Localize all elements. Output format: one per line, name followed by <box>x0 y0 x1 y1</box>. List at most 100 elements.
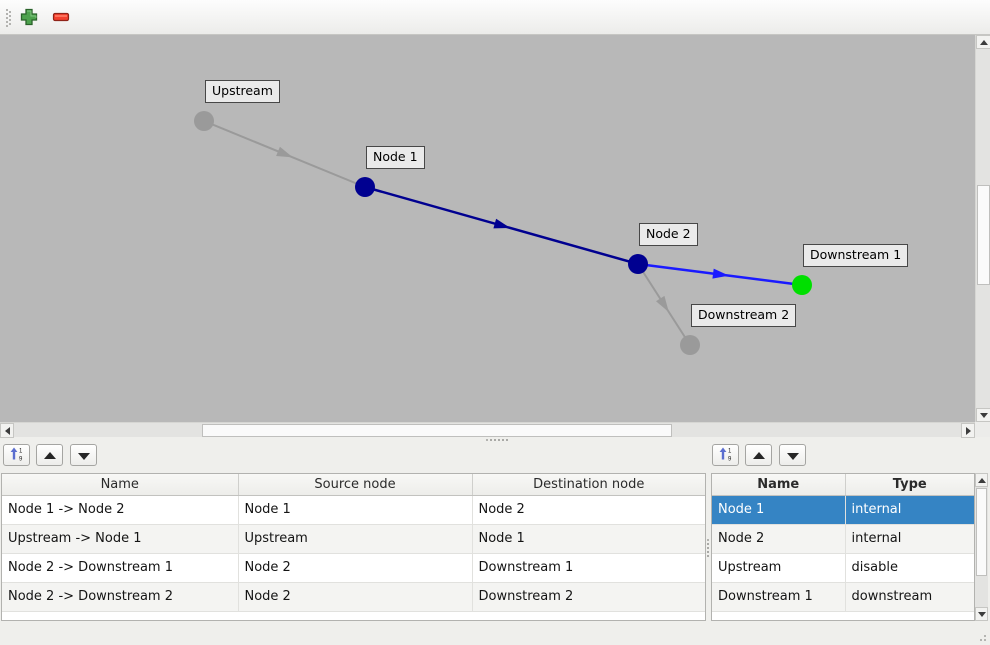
table-cell[interactable]: Upstream <box>238 524 473 554</box>
column-header-source-node[interactable]: Source node <box>238 474 473 496</box>
graph-node[interactable] <box>628 254 648 274</box>
node-label[interactable]: Downstream 2 <box>691 304 797 327</box>
edges-move-down-button[interactable] <box>70 444 97 466</box>
svg-text:9: 9 <box>728 456 732 461</box>
table-cell[interactable]: Node 1 <box>238 495 473 525</box>
nodes-move-down-button[interactable] <box>779 444 806 466</box>
canvas-vertical-scrollbar[interactable] <box>975 35 990 422</box>
triangle-left-icon <box>4 426 10 435</box>
node-label[interactable]: Node 1 <box>366 146 425 169</box>
window-resize-grip[interactable] <box>978 633 988 643</box>
table-cell[interactable]: Node 1 -> Node 2 <box>2 495 239 525</box>
splitter-grip-dots <box>486 439 488 441</box>
table-cell[interactable]: internal <box>845 495 974 525</box>
graph-node[interactable] <box>194 111 214 131</box>
edge-arrow-icon <box>656 295 669 313</box>
table-cell[interactable]: Node 1 <box>472 524 705 554</box>
table-cell[interactable]: downstream <box>845 582 974 612</box>
table-cell[interactable]: Node 2 <box>238 553 473 583</box>
horizontal-scroll-thumb[interactable] <box>202 424 672 437</box>
canvas-horizontal-scrollbar[interactable] <box>0 422 975 438</box>
node-label[interactable]: Downstream 1 <box>803 244 909 267</box>
table-cell[interactable]: Downstream 1 <box>712 582 846 612</box>
table-cell[interactable]: Node 1 <box>712 495 846 525</box>
scroll-right-button[interactable] <box>961 423 975 438</box>
table-cell[interactable]: disable <box>845 553 974 583</box>
column-header-destination-node[interactable]: Destination node <box>472 474 705 496</box>
table-cell[interactable]: Node 2 -> Downstream 2 <box>2 582 239 612</box>
table-cell[interactable]: Node 2 <box>472 495 705 525</box>
scrollbar-corner <box>975 422 990 437</box>
table-cell[interactable]: Node 2 -> Downstream 1 <box>2 553 239 583</box>
green-plus-icon <box>19 7 39 30</box>
remove-button[interactable] <box>48 5 74 31</box>
move-down-icon <box>77 448 90 463</box>
add-button[interactable] <box>16 5 42 31</box>
edge-arrow-icon <box>276 146 293 158</box>
nodes-sort-button[interactable]: 1 9 <box>712 444 739 466</box>
nodes-move-up-button[interactable] <box>745 444 772 466</box>
resize-grip-dots <box>980 639 982 641</box>
splitter-grip-dots <box>707 539 709 541</box>
graph-svg <box>194 111 812 355</box>
pane-splitter-vertical[interactable] <box>706 467 711 621</box>
triangle-right-icon <box>965 426 971 435</box>
scroll-up-button[interactable] <box>976 35 990 49</box>
scroll-up-button[interactable] <box>975 473 988 487</box>
triangle-up-icon <box>979 39 988 45</box>
table-cell[interactable]: Upstream -> Node 1 <box>2 524 239 554</box>
svg-text:1: 1 <box>728 448 732 454</box>
table-cell[interactable]: internal <box>845 524 974 554</box>
table-cell[interactable]: Downstream 1 <box>472 553 705 583</box>
pane-splitter-horizontal[interactable] <box>0 437 990 443</box>
scroll-down-button[interactable] <box>976 408 990 422</box>
node-label[interactable]: Upstream <box>205 80 280 103</box>
vertical-scroll-thumb[interactable] <box>977 185 990 285</box>
main-toolbar <box>0 0 990 35</box>
move-up-icon <box>43 448 56 463</box>
red-minus-icon <box>51 7 71 30</box>
edges-sort-button[interactable]: 1 9 <box>3 444 30 466</box>
move-up-icon <box>752 448 765 463</box>
graph-node[interactable] <box>792 275 812 295</box>
toolbar-drag-handle[interactable] <box>6 9 8 11</box>
triangle-up-icon <box>977 477 986 483</box>
edges-move-up-button[interactable] <box>36 444 63 466</box>
sort-ascending-icon: 1 9 <box>718 447 734 464</box>
column-header-name[interactable]: Name <box>712 474 846 496</box>
scroll-left-button[interactable] <box>0 423 14 438</box>
scroll-down-button[interactable] <box>975 607 988 621</box>
column-header-name[interactable]: Name <box>2 474 239 496</box>
svg-text:1: 1 <box>19 448 23 454</box>
triangle-down-icon <box>979 412 988 418</box>
move-down-icon <box>786 448 799 463</box>
graph-node[interactable] <box>355 177 375 197</box>
table-cell[interactable]: Upstream <box>712 553 846 583</box>
node-label[interactable]: Node 2 <box>639 223 698 246</box>
table-cell[interactable]: Node 2 <box>238 582 473 612</box>
graph-node[interactable] <box>680 335 700 355</box>
edge-arrow-icon <box>712 268 729 279</box>
table-cell[interactable]: Node 2 <box>712 524 846 554</box>
triangle-down-icon <box>977 611 986 617</box>
edge-arrow-icon <box>493 218 511 229</box>
vertical-scroll-thumb[interactable] <box>976 488 987 576</box>
table-cell[interactable]: Downstream 2 <box>472 582 705 612</box>
sort-ascending-icon: 1 9 <box>9 447 25 464</box>
svg-text:9: 9 <box>19 456 23 461</box>
column-header-type[interactable]: Type <box>845 474 974 496</box>
nodes-table-scrollbar[interactable] <box>975 473 988 621</box>
